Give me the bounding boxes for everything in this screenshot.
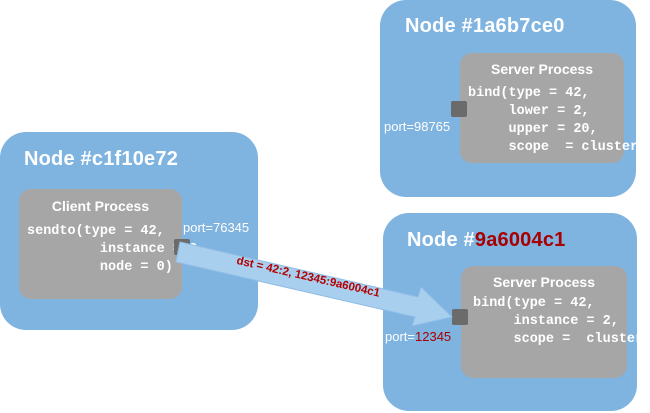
node-server-top: Node #1a6b7ce0 Server Process bind(type … bbox=[380, 0, 646, 197]
server-top-process-title: Server Process bbox=[491, 61, 593, 77]
client-port-label: port=76345 bbox=[183, 220, 250, 235]
server-bottom-bind-code: bind(type = 42, instance = 2, scope = cl… bbox=[473, 296, 650, 347]
server-bottom-port bbox=[452, 309, 468, 325]
client-process-box: Client Process sendto(type = 42, instanc… bbox=[19, 189, 205, 299]
server-bottom-port-label: port=12345 bbox=[385, 329, 452, 344]
server-bottom-process-title: Server Process bbox=[493, 274, 595, 290]
server-top-port-label: port=98765 bbox=[384, 119, 451, 134]
node-server-bottom: Node #9a6004c1 Server Process bind(type … bbox=[383, 213, 650, 411]
server-top-bind-code: bind(type = 42, lower = 2, upper = 20, s… bbox=[468, 86, 647, 155]
server-top-port bbox=[451, 101, 467, 117]
server-top-process-box: Server Process bind(type = 42, lower = 2… bbox=[460, 53, 646, 163]
node-client: Node #c1f10e72 Client Process sendto(typ… bbox=[0, 132, 258, 330]
node-server-bottom-title: Node #9a6004c1 bbox=[407, 229, 566, 251]
client-port bbox=[174, 239, 190, 255]
node-server-top-title: Node #1a6b7ce0 bbox=[405, 15, 565, 37]
server-bottom-process-box: Server Process bind(type = 42, instance … bbox=[461, 266, 650, 378]
node-client-title: Node #c1f10e72 bbox=[24, 148, 179, 170]
client-process-title: Client Process bbox=[51, 198, 150, 214]
